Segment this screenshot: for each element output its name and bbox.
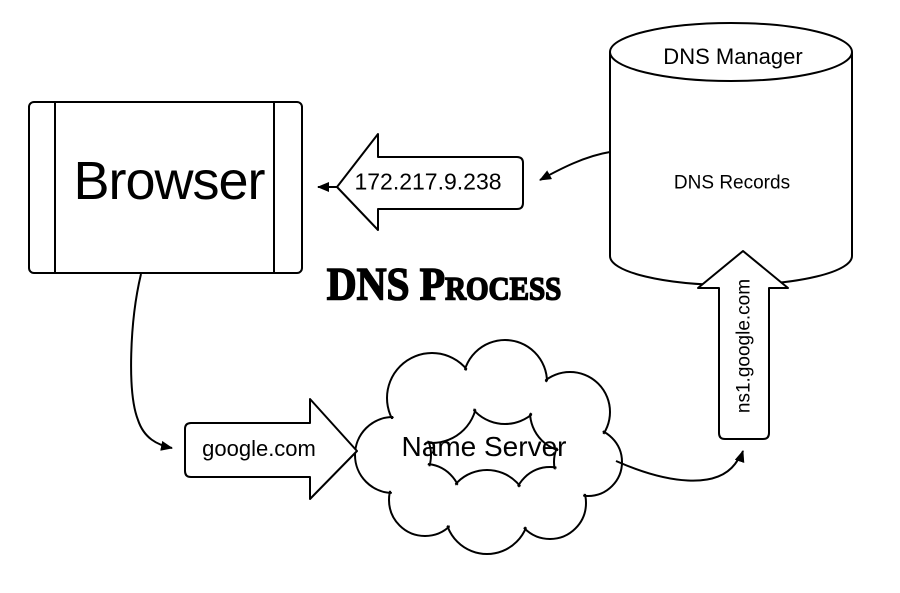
name-server-cloud <box>354 339 623 555</box>
ip-response-label: 172.217.9.238 <box>354 168 502 195</box>
name-server-label: Name Server <box>401 431 567 462</box>
ns-lookup-arrow-shape <box>697 250 789 440</box>
connector-browser-to-domain-arrow <box>130 273 173 451</box>
connector-cylinder-to-ip-arrow <box>539 151 611 181</box>
browser-label: Browser <box>73 151 265 211</box>
domain-query-arrow-shape <box>184 398 358 500</box>
browser-box <box>28 101 303 274</box>
connector-cloud-to-ns-arrow <box>615 450 745 482</box>
ip-response-arrow-shape <box>336 133 524 231</box>
dns-records-label: DNS Records <box>673 172 791 194</box>
domain-query-label: google.com <box>202 436 316 461</box>
diagram-title: DNS Process <box>326 258 562 311</box>
ns-lookup-label: ns1.google.com <box>733 278 755 414</box>
dns-manager-cylinder <box>609 22 853 286</box>
dns-manager-label: DNS Manager <box>663 44 803 69</box>
